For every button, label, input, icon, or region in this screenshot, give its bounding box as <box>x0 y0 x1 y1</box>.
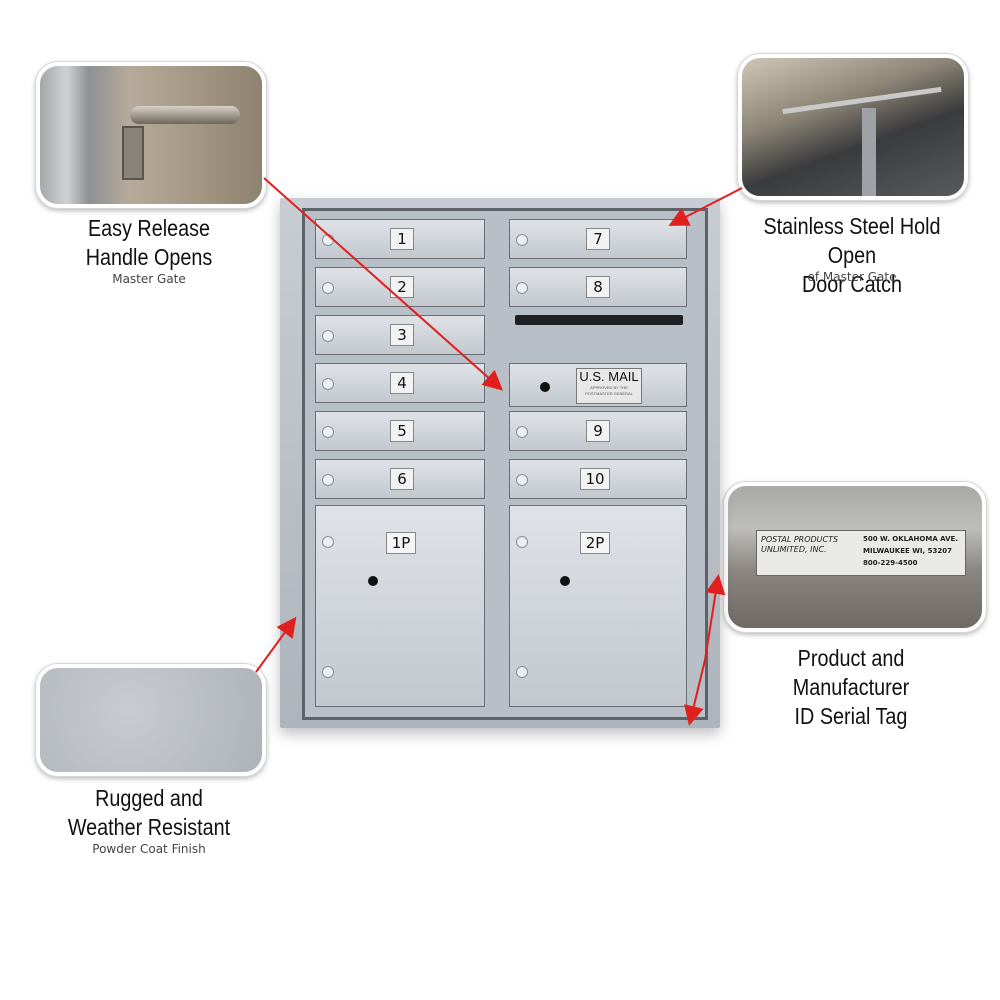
handle-title: Easy Release Handle Opens <box>85 215 213 270</box>
door-number: 10 <box>580 468 610 490</box>
handle-subtitle: Master Gate <box>112 272 186 286</box>
door-catch-subtitle: of Master Gate <box>807 270 897 284</box>
tenant-door-1[interactable]: 1 <box>315 219 485 259</box>
lock-icon <box>516 536 528 548</box>
usmail-panel[interactable]: U.S. MAIL APPROVED BY THE POSTMASTER GEN… <box>509 363 687 407</box>
tenant-door-7[interactable]: 7 <box>509 219 687 259</box>
outgoing-mail-slot[interactable] <box>515 315 683 325</box>
door-number: 9 <box>586 420 610 442</box>
lock-icon <box>516 666 528 678</box>
keyhole-icon <box>368 576 378 586</box>
lock-icon <box>322 426 334 438</box>
catch-frame <box>862 108 876 196</box>
parcel-door-1p[interactable]: 1P <box>315 505 485 707</box>
door-number: 8 <box>586 276 610 298</box>
tenant-door-5[interactable]: 5 <box>315 411 485 451</box>
mailbox-frame: 1 2 3 4 5 6 7 8 <box>302 208 708 720</box>
door-number: 4 <box>390 372 414 394</box>
finish-title: Rugged and Weather Resistant <box>67 785 231 840</box>
lock-icon <box>516 426 528 438</box>
keyhole-icon <box>560 576 570 586</box>
tenant-door-8[interactable]: 8 <box>509 267 687 307</box>
tag-phone: 800-229-4500 <box>863 559 918 567</box>
lock-icon <box>322 666 334 678</box>
door-number: 1 <box>390 228 414 250</box>
door-number: 5 <box>390 420 414 442</box>
tag-company-line2: UNLIMITED, INC. <box>761 545 827 554</box>
tenant-door-4[interactable]: 4 <box>315 363 485 403</box>
parcel-number: 2P <box>580 532 610 554</box>
keyhole-icon <box>540 382 550 392</box>
usmail-label-text: U.S. MAIL <box>579 369 639 384</box>
tenant-door-2[interactable]: 2 <box>315 267 485 307</box>
lock-icon <box>516 474 528 486</box>
tenant-door-9[interactable]: 9 <box>509 411 687 451</box>
tag-address-line1: 500 W. OKLAHOMA AVE. <box>863 535 958 543</box>
serial-tag-photo: POSTAL PRODUCTS UNLIMITED, INC. 500 W. O… <box>724 482 986 632</box>
door-number: 6 <box>390 468 414 490</box>
tag-company-line1: POSTAL PRODUCTS <box>761 535 839 544</box>
lock-icon <box>322 474 334 486</box>
door-number: 2 <box>390 276 414 298</box>
tenant-door-3[interactable]: 3 <box>315 315 485 355</box>
handle-bar <box>130 106 240 124</box>
lock-icon <box>516 282 528 294</box>
handle-photo <box>36 62 266 208</box>
usmail-label: U.S. MAIL APPROVED BY THE POSTMASTER GEN… <box>576 368 642 404</box>
lock-icon <box>322 282 334 294</box>
serial-tag-label: POSTAL PRODUCTS UNLIMITED, INC. 500 W. O… <box>756 530 966 576</box>
door-number: 3 <box>390 324 414 346</box>
parcel-door-2p[interactable]: 2P <box>509 505 687 707</box>
lock-icon <box>322 234 334 246</box>
finish-subtitle: Powder Coat Finish <box>92 842 206 856</box>
door-catch-photo <box>738 54 968 200</box>
tenant-door-10[interactable]: 10 <box>509 459 687 499</box>
tag-address-line2: MILWAUKEE WI, 53207 <box>863 547 952 555</box>
finish-swatch <box>36 664 266 776</box>
handle-bracket <box>122 126 144 180</box>
lock-icon <box>516 234 528 246</box>
door-number: 7 <box>586 228 610 250</box>
parcel-number: 1P <box>386 532 416 554</box>
door-catch-title: Stainless Steel Hold Open Door Catch <box>763 213 941 297</box>
serial-tag-title: Product and Manufacturer ID Serial Tag <box>792 645 910 729</box>
usmail-small-text: APPROVED BY THE POSTMASTER GENERAL <box>585 385 633 396</box>
lock-icon <box>322 330 334 342</box>
tenant-door-6[interactable]: 6 <box>315 459 485 499</box>
mailbox-unit: 1 2 3 4 5 6 7 8 <box>280 198 720 728</box>
lock-icon <box>322 536 334 548</box>
lock-icon <box>322 378 334 390</box>
